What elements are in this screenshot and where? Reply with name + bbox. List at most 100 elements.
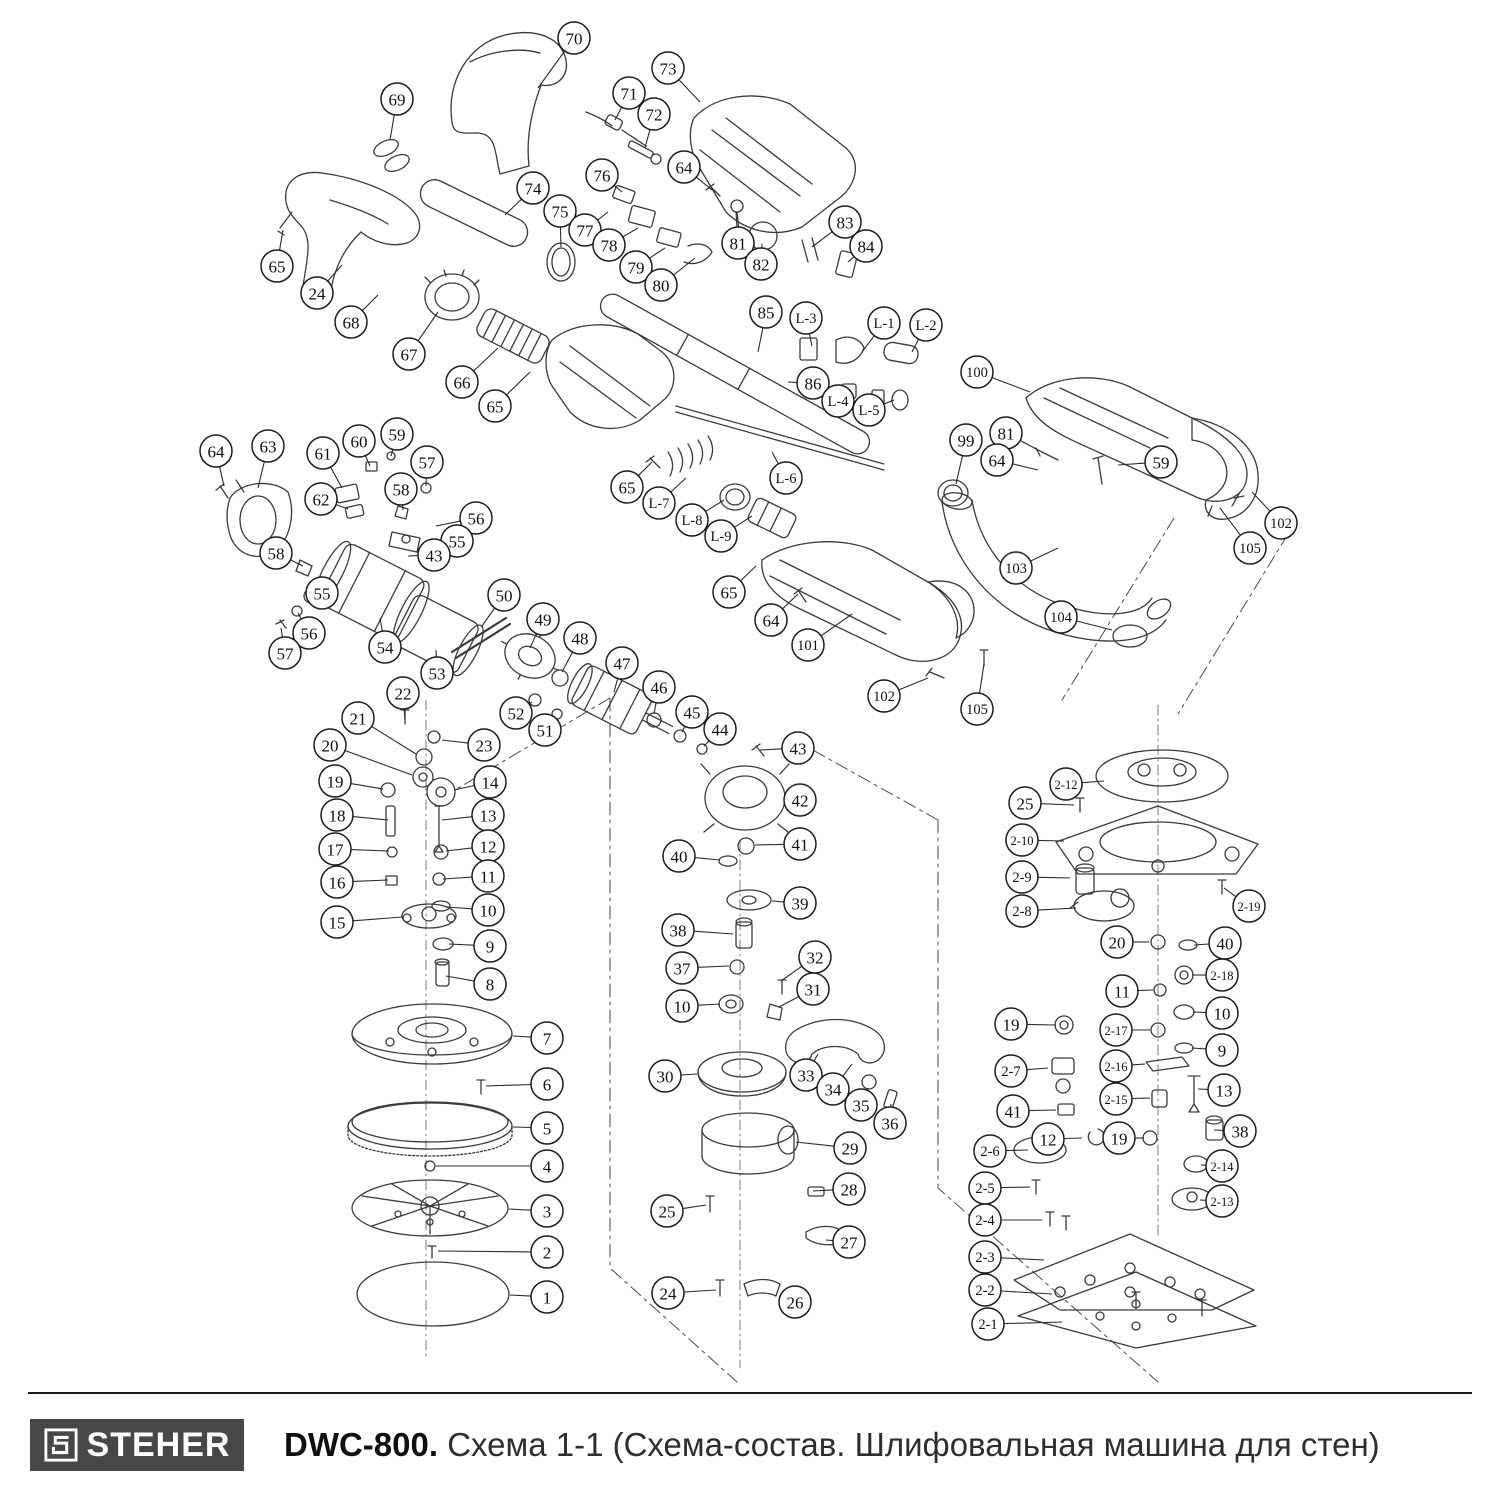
svg-text:84: 84: [858, 238, 876, 257]
svg-text:21: 21: [350, 710, 367, 729]
svg-text:37: 37: [674, 960, 692, 979]
svg-text:51: 51: [537, 722, 554, 741]
callout-42: 42: [783, 783, 817, 817]
diagram-title: DWC-800. Схема 1-1 (Схема-состав. Шлифов…: [284, 1419, 1380, 1471]
callout-62: 62: [304, 482, 349, 516]
part-lower-housing: [761, 541, 975, 662]
svg-text:20: 20: [322, 737, 339, 756]
callout-38: 38: [661, 913, 734, 947]
svg-text:46: 46: [651, 679, 668, 698]
part-grip-tube: [419, 179, 529, 247]
svg-text:17: 17: [327, 841, 345, 860]
callout-71: 71: [612, 76, 646, 121]
part-bracket-43-left: [388, 531, 421, 553]
callout-L-6: L-6: [769, 451, 803, 495]
callout-22: 22: [386, 676, 420, 721]
part-screw-65-left: [277, 211, 293, 236]
part-brush-pins: [801, 237, 858, 279]
callout-2-6: 2-6: [973, 1134, 1029, 1168]
part-screw-24-mid: [715, 1279, 725, 1297]
svg-text:2-5: 2-5: [975, 1181, 994, 1197]
svg-text:2-1: 2-1: [978, 1317, 997, 1333]
part-clip-28-mid: [807, 1186, 825, 1197]
callout-20: 20: [1100, 925, 1149, 959]
part-screw-32-mid: [777, 979, 787, 995]
svg-text:103: 103: [1005, 561, 1027, 577]
svg-text:59: 59: [389, 426, 406, 445]
callout-L-9: L-9: [704, 515, 753, 553]
callout-36: 36: [873, 1103, 907, 1140]
callout-68: 68: [334, 294, 379, 339]
svg-text:65: 65: [487, 398, 504, 417]
svg-text:27: 27: [841, 1234, 859, 1253]
callout-2-5: 2-5: [968, 1171, 1031, 1205]
callout-29: 29: [795, 1131, 867, 1165]
svg-text:L-5: L-5: [859, 403, 880, 419]
part-collar-nut: [424, 269, 480, 321]
svg-text:82: 82: [753, 256, 770, 275]
callout-64: 64: [980, 443, 1039, 477]
callout-26: 26: [778, 1285, 812, 1319]
callout-2-10: 2-10: [1005, 823, 1065, 857]
callout-79: 79: [619, 247, 666, 284]
callout-L-4: L-4: [821, 384, 855, 418]
part-screw-43-right: [751, 743, 765, 757]
callout-30: 30: [648, 1059, 698, 1093]
svg-text:48: 48: [572, 630, 589, 649]
callout-24: 24: [300, 264, 343, 310]
part-spindle-column-left: [380, 709, 457, 987]
callout-2-7: 2-7: [994, 1054, 1049, 1088]
svg-text:43: 43: [790, 740, 807, 759]
svg-text:6: 6: [543, 1076, 552, 1095]
part-screw-25-mid: [705, 1195, 715, 1213]
svg-text:5: 5: [543, 1120, 552, 1139]
callout-59: 59: [380, 417, 414, 457]
callout-69: 69: [380, 82, 414, 141]
callout-65: 65: [610, 461, 653, 504]
svg-text:2-10: 2-10: [1011, 834, 1034, 848]
svg-text:2-9: 2-9: [1012, 870, 1031, 886]
svg-text:2-16: 2-16: [1105, 1060, 1128, 1074]
svg-text:64: 64: [763, 612, 781, 631]
svg-text:68: 68: [343, 314, 360, 333]
callout-78: 78: [592, 227, 639, 262]
svg-text:L-4: L-4: [828, 394, 850, 410]
svg-text:14: 14: [482, 774, 500, 793]
svg-text:78: 78: [601, 237, 618, 256]
svg-text:67: 67: [401, 346, 419, 365]
callout-19: 19: [1102, 1121, 1144, 1155]
part-washer-35-mid: [861, 1074, 877, 1090]
part-long-screws: [450, 616, 512, 660]
callout-2-13: 2-13: [1199, 1184, 1239, 1218]
svg-text:35: 35: [853, 1097, 870, 1116]
svg-text:13: 13: [480, 807, 497, 826]
callout-80: 80: [644, 257, 696, 302]
callout-2-16: 2-16: [1099, 1049, 1146, 1083]
callout-L-7: L-7: [642, 477, 687, 520]
callout-50: 50: [481, 578, 521, 627]
svg-text:61: 61: [315, 445, 332, 464]
callout-40: 40: [1193, 926, 1242, 960]
svg-text:18: 18: [329, 807, 346, 826]
callout-60: 60: [342, 424, 376, 467]
callout-61: 61: [306, 436, 343, 489]
callout-33: 33: [789, 1053, 823, 1092]
part-fork-bracket: [785, 1018, 885, 1064]
svg-text:64: 64: [989, 452, 1007, 471]
svg-text:53: 53: [429, 665, 446, 684]
part-top-cover-right: [1095, 749, 1229, 803]
part-switch-parts: [612, 183, 721, 265]
callout-2-2: 2-2: [968, 1273, 1053, 1307]
callout-2-1: 2-1: [971, 1307, 1063, 1341]
callout-10: 10: [665, 989, 721, 1023]
callout-25: 25: [650, 1194, 707, 1228]
svg-text:20: 20: [1109, 934, 1126, 953]
callout-31: 31: [778, 972, 830, 1008]
svg-text:65: 65: [619, 479, 636, 498]
part-screw-25-right: [1075, 797, 1085, 813]
svg-text:2-6: 2-6: [980, 1144, 999, 1160]
part-armature: [567, 663, 674, 735]
part-gearbox-right: [1069, 888, 1135, 922]
svg-text:22: 22: [395, 685, 412, 704]
